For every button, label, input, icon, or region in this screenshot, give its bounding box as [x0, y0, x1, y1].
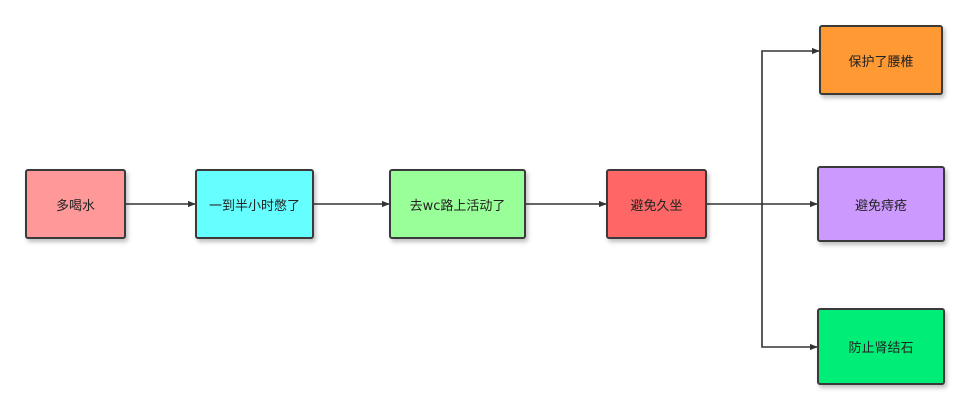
node-walk-to-wc[interactable]: 去wc路上活动了 — [389, 169, 526, 239]
node-need-toilet[interactable]: 一到半小时憋了 — [195, 169, 314, 239]
node-avoid-sitting[interactable]: 避免久坐 — [606, 169, 707, 239]
node-protect-spine[interactable]: 保护了腰椎 — [819, 25, 943, 95]
node-avoid-hemorrhoids[interactable]: 避免痔疮 — [817, 166, 945, 242]
node-drink-water[interactable]: 多喝水 — [25, 169, 126, 239]
edge-n4-n7 — [761, 204, 818, 351]
edge-n4-n5 — [707, 47, 820, 205]
node-prevent-kidney-stones[interactable]: 防止肾结石 — [817, 308, 945, 385]
